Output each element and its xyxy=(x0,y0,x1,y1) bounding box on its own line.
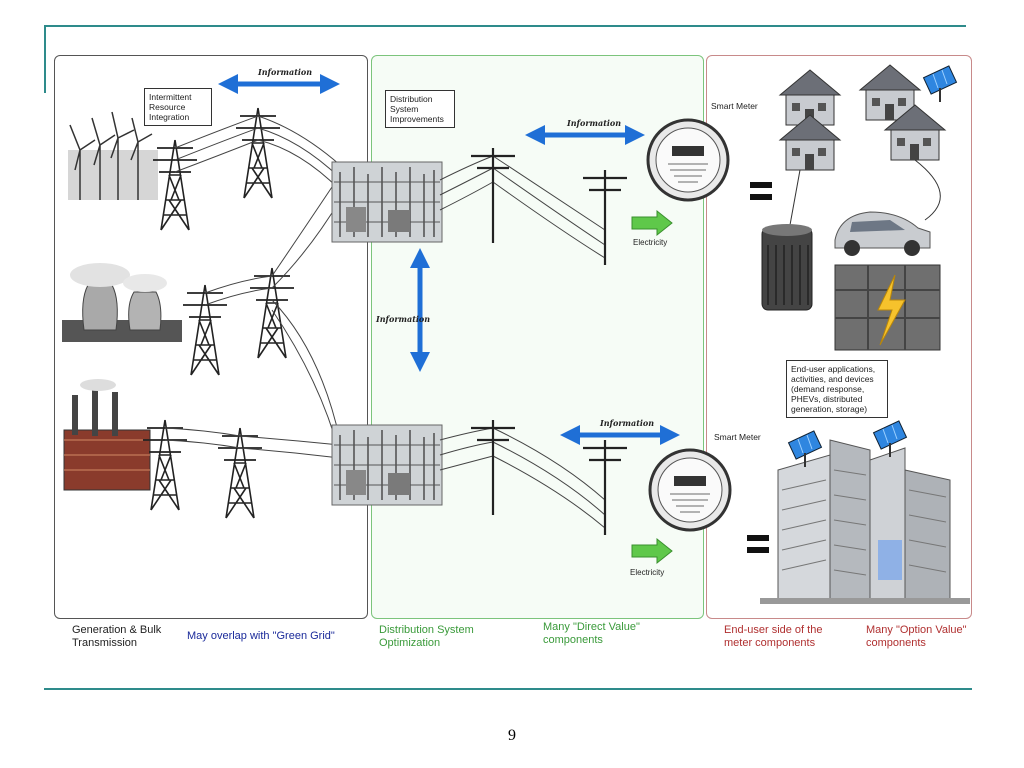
green-grid-caption: May overlap with "Green Grid" xyxy=(187,630,335,642)
storage-battery-icon xyxy=(761,224,813,311)
electricity-label-lower: Electricity xyxy=(630,568,665,577)
left-rule xyxy=(44,25,46,93)
end-user-devices-label: End-user applications, activities, and d… xyxy=(786,360,888,418)
information-label-dist-upper: Information xyxy=(567,118,622,128)
distribution-caption: Distribution System Optimization xyxy=(379,624,474,649)
top-rule xyxy=(44,25,966,27)
commercial-buildings-icon xyxy=(760,439,970,604)
information-label-dist-lower: Information xyxy=(600,418,655,428)
coal-plant-icon xyxy=(63,379,151,491)
end-user-caption: End-user side of the meter components xyxy=(724,624,823,649)
information-label-top: Information xyxy=(258,67,313,77)
end-user-panel xyxy=(706,55,972,619)
intermittent-resource-label: Intermittent Resource Integration xyxy=(144,88,212,126)
generation-caption: Generation & Bulk Transmission xyxy=(72,624,162,649)
option-value-caption: Many "Option Value" components xyxy=(866,624,967,649)
direct-value-caption: Many "Direct Value" components xyxy=(543,621,640,646)
generation-panel xyxy=(54,55,368,619)
electricity-label-upper: Electricity xyxy=(633,238,668,247)
distribution-improvements-label: Distribution System Improvements xyxy=(385,90,455,128)
energy-storage-cube-icon xyxy=(834,264,941,351)
page-number: 9 xyxy=(508,727,516,744)
bottom-rule xyxy=(44,688,972,690)
electric-car-icon xyxy=(834,211,931,256)
nuclear-plant-icon xyxy=(62,263,182,342)
information-label-vertical: Information xyxy=(376,314,431,324)
smart-meter-label-lower: Smart Meter xyxy=(714,432,761,442)
wind-farm-icon xyxy=(68,111,158,200)
smart-meter-label-upper: Smart Meter xyxy=(711,101,758,111)
